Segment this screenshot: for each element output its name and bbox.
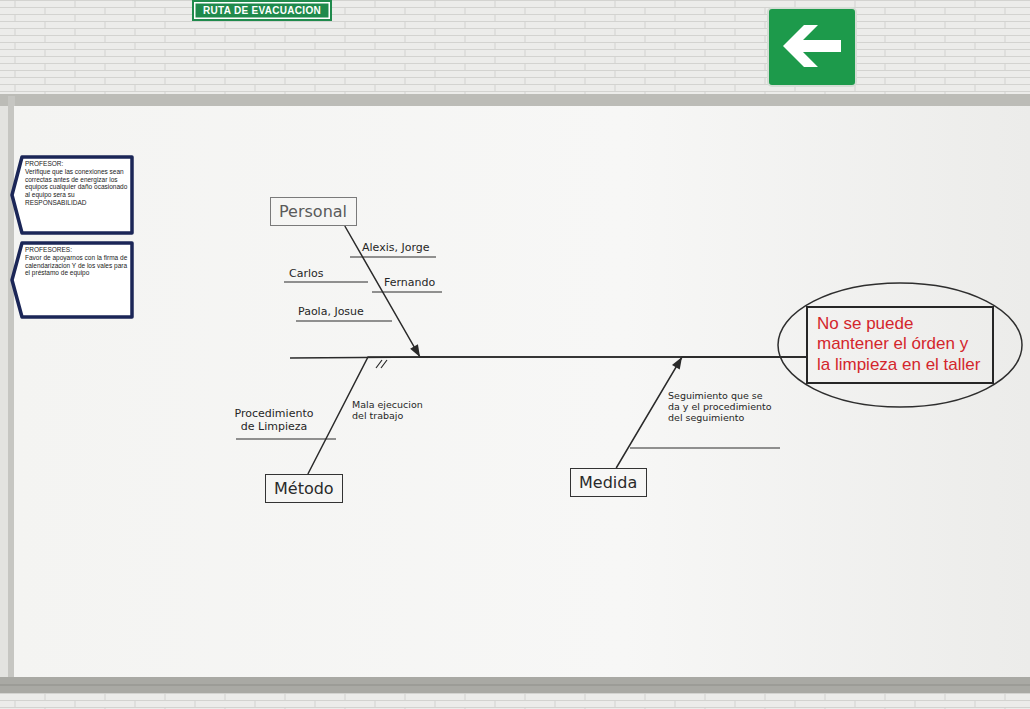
cause-label: Seguimiento que se da y el procedimiento… (668, 391, 774, 424)
sign-heading: PROFESORES: (25, 246, 128, 254)
fishbone-bone (616, 357, 806, 468)
cause-label: Carlos (289, 267, 323, 280)
cause-label: Mala ejecucion del trabajo (352, 400, 430, 422)
tray-edge (0, 685, 1030, 686)
problem-text: No se puede mantener el órden y la limpi… (817, 314, 983, 375)
category-box: Medida (570, 468, 647, 497)
sub-bone (284, 281, 368, 282)
sign-shape (12, 243, 132, 317)
brick-wall (0, 0, 1030, 100)
sign-body: Verifique que las conexiones sean correc… (25, 168, 128, 207)
sign-body: Favor de apoyarnos con la firma de calen… (25, 254, 128, 277)
evacuation-sign: RUTA DE EVACUACION (192, 0, 332, 21)
connector-group (616, 357, 806, 468)
arrowhead (672, 357, 682, 370)
fishbone-bone (345, 226, 806, 357)
whiteboard (14, 106, 1030, 678)
arrowhead (410, 344, 420, 357)
category-box: Personal (270, 197, 357, 226)
sign-text: RUTA DE EVACUACION (203, 5, 321, 16)
spine-tick (376, 360, 387, 368)
category-text: Método (274, 479, 334, 498)
sub-bone (236, 438, 336, 439)
cause-label: Alexis, Jorge (362, 241, 430, 254)
cause-label: Fernando (384, 276, 435, 289)
category-text: Medida (579, 473, 638, 492)
problem-box: No se puede mantener el órden y la limpi… (806, 306, 994, 384)
exit-sign (768, 8, 856, 86)
category-text: Personal (279, 202, 348, 221)
connector-group (308, 357, 806, 474)
board-tray (0, 677, 1030, 693)
sub-bone (630, 447, 780, 448)
exit-arrow (783, 25, 841, 67)
sign-heading: PROFESOR: (25, 160, 128, 168)
category-box: Método (265, 474, 343, 503)
notice-sign: PROFESOR:Verifique que las conexiones se… (10, 155, 134, 235)
connector-group (345, 226, 806, 357)
board-frame-top (0, 94, 1030, 106)
cause-label: Procedimiento de Limpieza (230, 408, 318, 433)
problem-circle (778, 283, 1022, 407)
cause-label: Paola, Josue (298, 305, 364, 318)
brick-wall (0, 692, 1030, 709)
fishbone-bone (308, 357, 806, 474)
sign-shape (12, 157, 132, 233)
sub-bone (296, 320, 392, 321)
notice-sign: PROFESORES:Favor de apoyarnos con la fir… (10, 241, 134, 319)
